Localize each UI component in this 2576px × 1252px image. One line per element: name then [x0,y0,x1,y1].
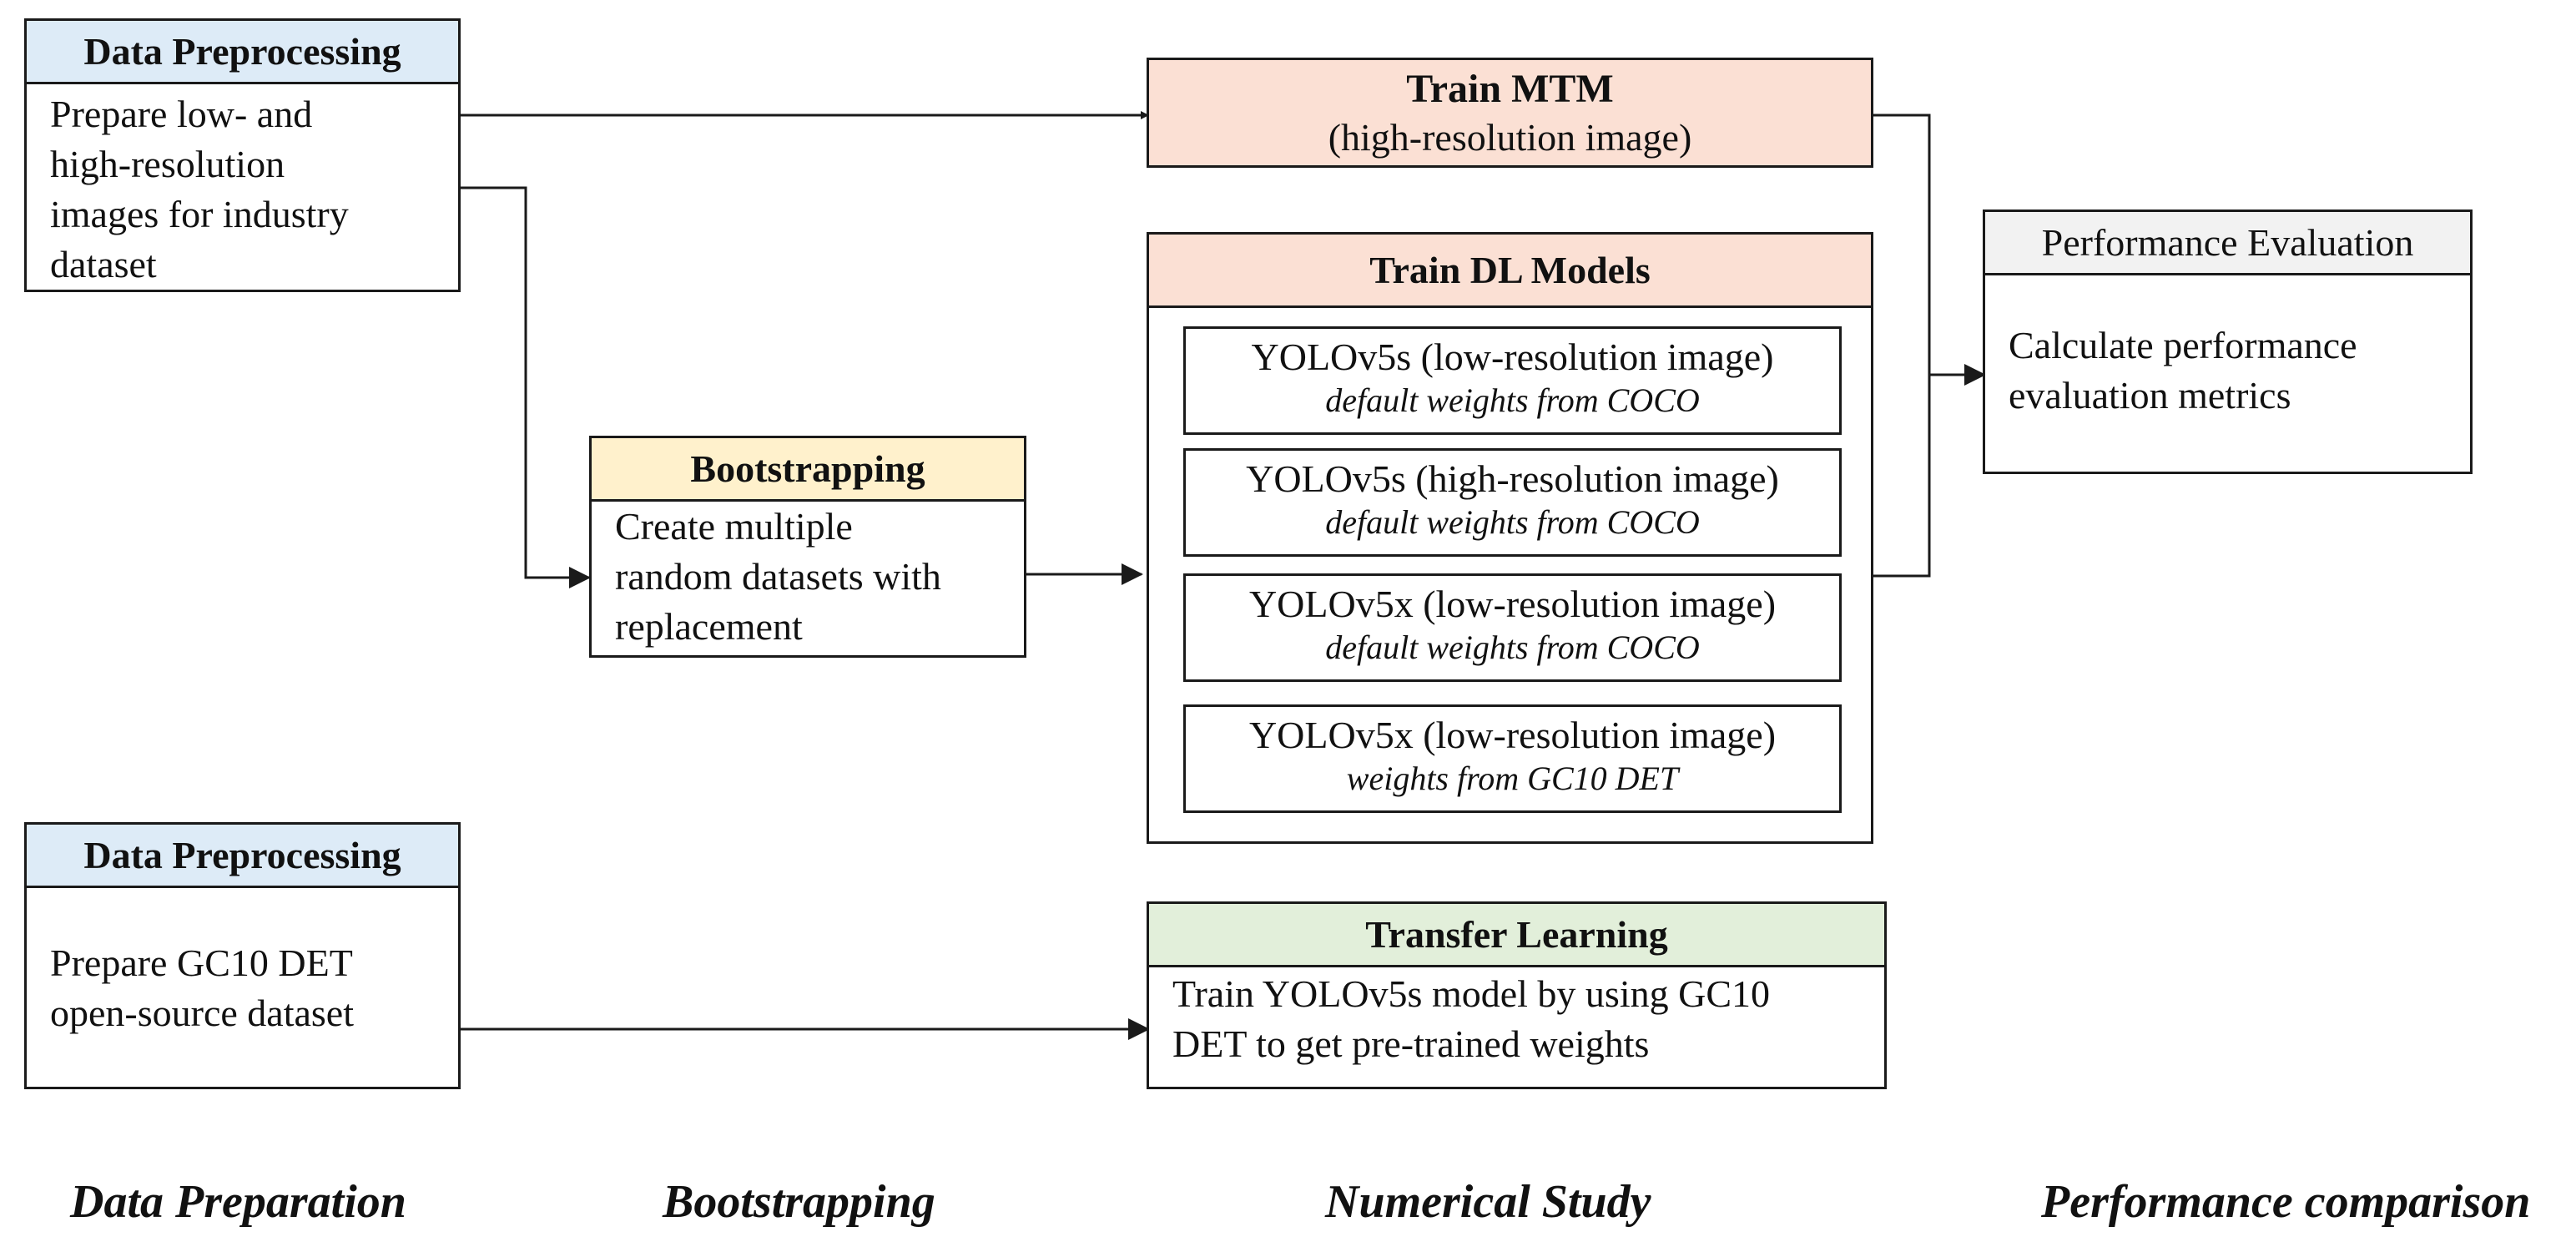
body-line: Prepare low- and [50,93,313,135]
stage-label-numerical-study: Numerical Study [1325,1176,1651,1228]
model-name: YOLOv5s (low-resolution image) [1251,336,1774,378]
body-line: Train YOLOv5s model by using GC10 [1172,972,1771,1015]
bootstrapping-body: Create multiple random datasets with rep… [592,502,1024,652]
body-line: Create multiple [615,505,853,548]
train-mtm-title: Train MTM [1406,67,1614,111]
model-weights: default weights from COCO [1325,503,1700,541]
stage-label-data-preparation: Data Preparation [70,1176,406,1228]
train-dl-models-box: Train DL Models YOLOv5s (low-resolution … [1147,232,1873,844]
performance-evaluation-box: Performance Evaluation Calculate perform… [1983,210,2473,474]
data-preprocessing-industry-body: Prepare low- and high-resolution images … [27,84,458,290]
bootstrapping-box: Bootstrapping Create multiple random dat… [589,436,1026,658]
arrowhead-transfer [1128,1018,1150,1040]
model-card-yolov5x-low-gc10: YOLOv5x (low-resolution image) weights f… [1183,704,1842,813]
model-card-yolov5s-low: YOLOv5s (low-resolution image) default w… [1183,326,1842,435]
data-preprocessing-gc10-header: Data Preprocessing [27,825,458,888]
model-name: YOLOv5s (high-resolution image) [1246,457,1779,500]
arrowhead-dl [1122,563,1143,585]
model-card-yolov5x-low-coco: YOLOv5x (low-resolution image) default w… [1183,573,1842,682]
stage-label-bootstrapping: Bootstrapping [663,1176,935,1228]
body-line: Calculate performance [2009,324,2357,366]
data-preprocessing-gc10-box: Data Preprocessing Prepare GC10 DET open… [24,822,461,1089]
body-line: high-resolution [50,143,285,185]
transfer-learning-box: Transfer Learning Train YOLOv5s model by… [1147,901,1887,1089]
arrowhead-performance-eval [1964,364,1986,386]
train-mtm-box: Train MTM (high-resolution image) [1147,58,1873,168]
stage-label-performance-comparison: Performance comparison [2041,1176,2531,1228]
arrow-prep-to-bootstrapping [461,186,589,579]
transfer-learning-body: Train YOLOv5s model by using GC10 DET to… [1149,967,1884,1069]
body-line: evaluation metrics [2009,374,2291,416]
body-line: Prepare GC10 DET [50,942,353,984]
performance-evaluation-body: Calculate performance evaluation metrics [1985,275,2470,421]
model-weights: default weights from COCO [1325,629,1700,666]
body-line: replacement [615,605,803,648]
train-dl-models-header: Train DL Models [1149,235,1871,308]
data-preprocessing-industry-header: Data Preprocessing [27,21,458,84]
body-line: DET to get pre-trained weights [1172,1022,1650,1065]
model-weights: weights from GC10 DET [1346,760,1679,797]
data-preprocessing-gc10-body: Prepare GC10 DET open-source dataset [27,888,458,1038]
arrowhead-bootstrapping [569,567,591,588]
train-mtm-subtitle: (high-resolution image) [1328,116,1692,159]
transfer-learning-header: Transfer Learning [1149,904,1884,967]
connector-mtm-to-eval [1873,114,1931,578]
body-line: open-source dataset [50,992,355,1034]
model-weights: default weights from COCO [1325,381,1700,419]
model-name: YOLOv5x (low-resolution image) [1248,583,1777,625]
data-preprocessing-industry-box: Data Preprocessing Prepare low- and high… [24,18,461,292]
model-card-yolov5s-high: YOLOv5s (high-resolution image) default … [1183,448,1842,557]
body-line: dataset [50,243,157,285]
performance-evaluation-header: Performance Evaluation [1985,212,2470,275]
body-line: random datasets with [615,555,941,598]
bootstrapping-header: Bootstrapping [592,438,1024,502]
model-name: YOLOv5x (low-resolution image) [1248,714,1777,756]
body-line: images for industry [50,193,349,235]
